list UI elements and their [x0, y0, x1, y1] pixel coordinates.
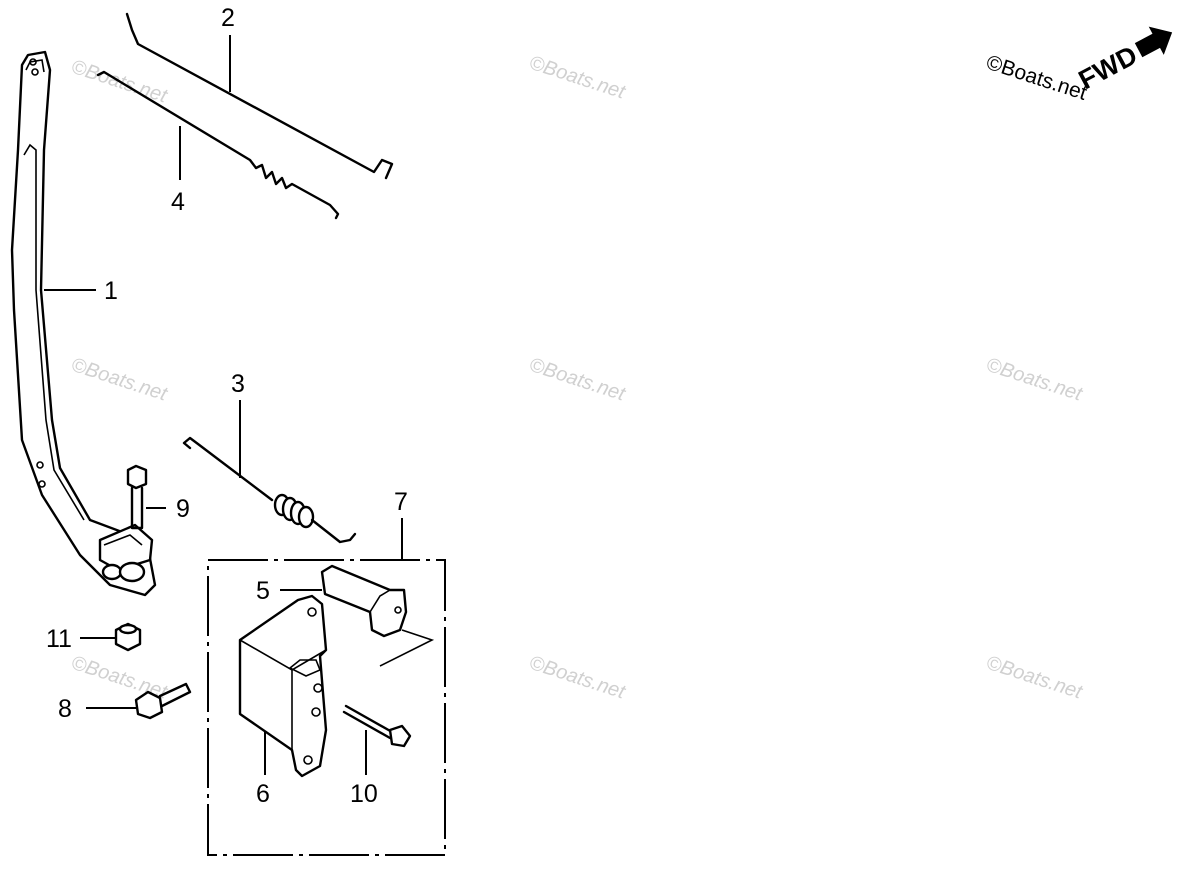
part-7-frame	[207, 559, 446, 856]
callout-10: 10	[350, 780, 378, 808]
watermark: ©Boats.net	[526, 354, 629, 406]
watermark: ©Boats.net	[983, 354, 1086, 406]
callout-5: 5	[256, 577, 270, 605]
watermark: ©Boats.net	[526, 652, 629, 704]
part-5-bracket	[320, 564, 435, 667]
part-11-nut	[114, 622, 142, 652]
fwd-arrow-icon	[1134, 26, 1173, 58]
watermarks: ©Boats.net ©Boats.net ©Boats.net ©Boats.…	[68, 52, 1086, 704]
part-1-arm	[10, 50, 157, 597]
part-6-bracket	[238, 594, 328, 778]
callout-4: 4	[171, 188, 185, 216]
leader-lines	[44, 35, 403, 775]
part-8-bolt	[134, 682, 192, 720]
watermark: ©Boats.net	[68, 354, 171, 406]
part-3-spring	[182, 436, 357, 544]
part-9-bolt	[126, 464, 148, 530]
callout-1: 1	[104, 277, 118, 305]
watermark: ©Boats.net	[526, 52, 629, 104]
part-4-spring	[96, 70, 340, 220]
watermark: ©Boats.net	[983, 652, 1086, 704]
copyright-mark: ©Boats.net	[983, 51, 1089, 105]
callout-8: 8	[58, 695, 72, 723]
callout-3: 3	[231, 370, 245, 398]
part-10-bolt	[342, 704, 412, 748]
fwd-label: FWD	[1074, 40, 1142, 95]
callout-7: 7	[394, 488, 408, 516]
fwd-indicator: FWD	[1074, 26, 1173, 95]
callout-11: 11	[46, 625, 72, 653]
callout-6: 6	[256, 780, 270, 808]
callouts: 1 2 3 4 5 6 7 8 9 10 11	[46, 4, 408, 808]
callout-9: 9	[176, 495, 190, 523]
part-2-rod	[125, 12, 394, 180]
callout-2: 2	[221, 4, 235, 32]
